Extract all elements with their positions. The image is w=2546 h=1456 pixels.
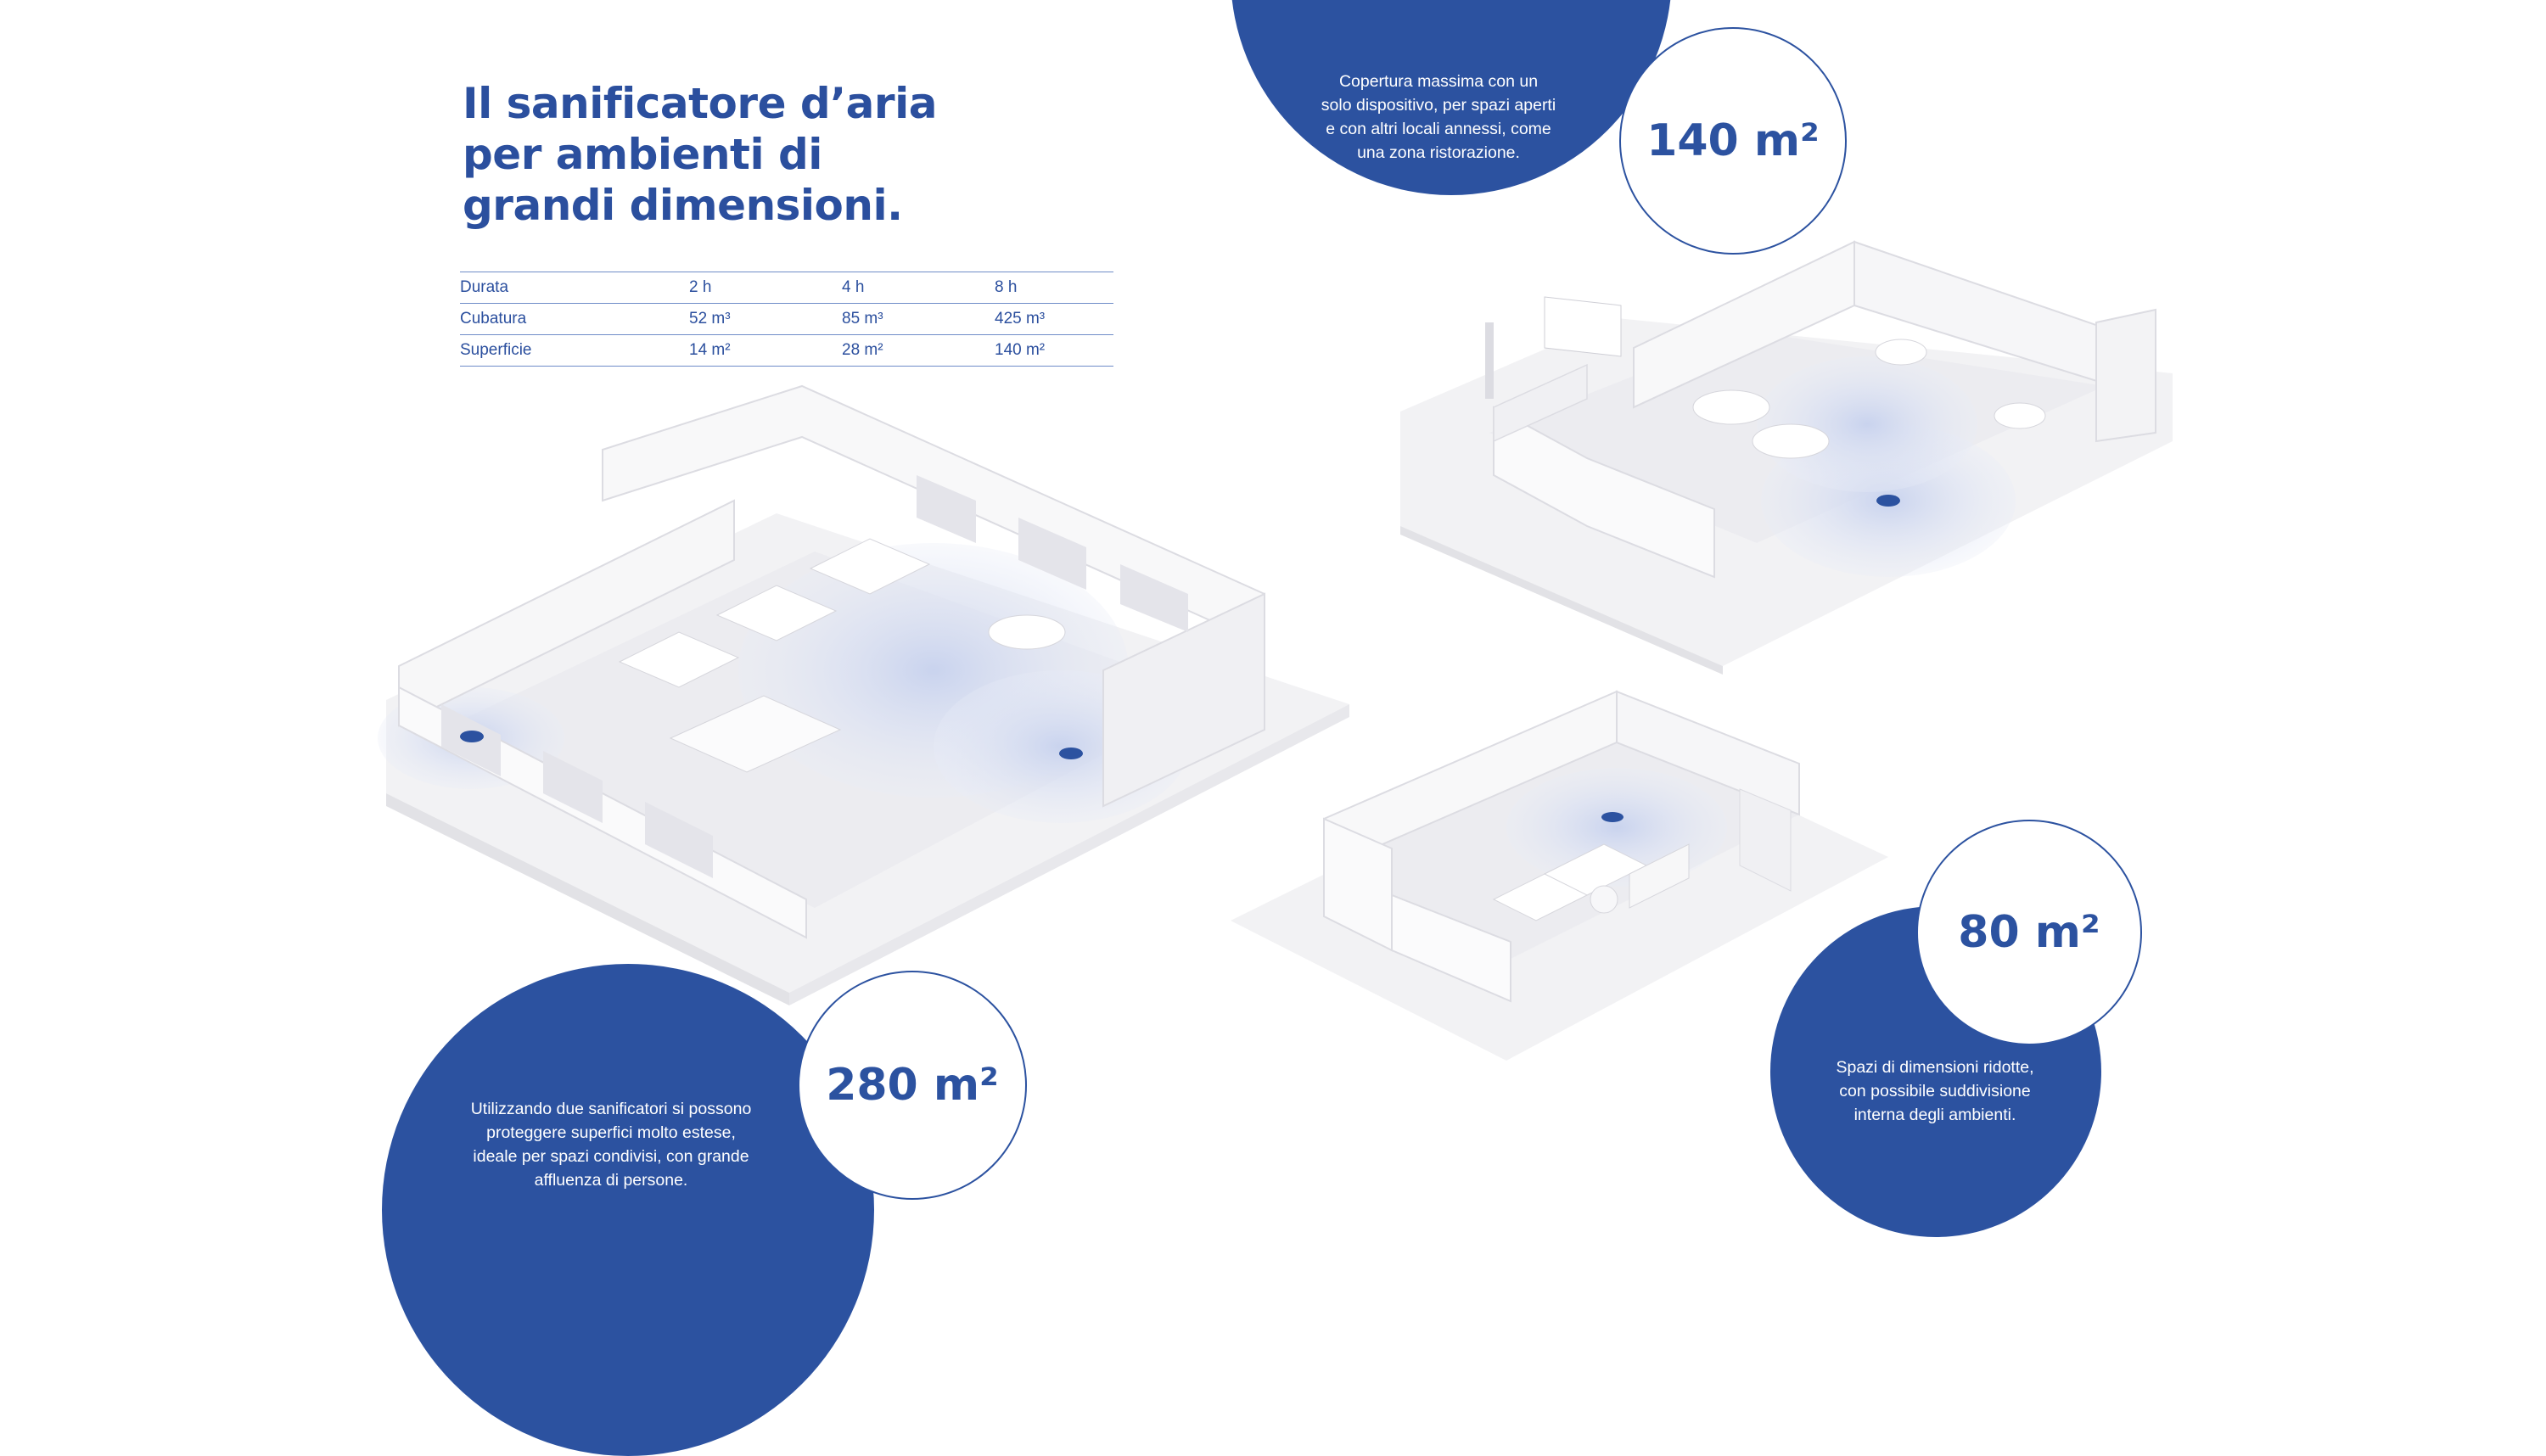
table-cell: 425 m³ [995,303,1113,335]
page-heading: Il sanificatore d’aria per ambienti di g… [463,78,1006,231]
row-label-cubatura: Cubatura [460,303,689,335]
table-row: Superficie 14 m² 28 m² 140 m² [460,334,1113,367]
description-line: affluenza di persone. [534,1171,688,1190]
small-room-illustration [1231,690,1888,1061]
area-badge-medium: 140 m² [1619,27,1847,255]
table-row: Cubatura 52 m³ 85 m³ 425 m³ [460,303,1113,335]
callout-description-small: Spazi di dimensioni ridotte, con possibi… [1791,1056,2079,1127]
description-line: Utilizzando due sanificatori si possono [470,1100,752,1118]
description-line: ideale per spazi condivisi, con grande [473,1147,749,1166]
room-illustrations [378,240,2173,1061]
heading-line: per ambienti di [463,130,822,179]
description-line: e con altri locali annessi, come [1326,120,1551,138]
description-line: Spazi di dimensioni ridotte, [1836,1058,2034,1077]
table-cell: 52 m³ [689,303,842,335]
callout-description-large: Utilizzando due sanificatori si possono … [441,1097,781,1192]
description-line: Copertura massima con un [1338,72,1539,91]
row-label-durata: Durata [460,272,689,304]
table-cell: 14 m² [689,334,842,367]
table-cell: 4 h [842,272,995,304]
callout-description-medium: Copertura massima con un solo dispositiv… [1298,70,1579,165]
heading-line: grandi dimensioni. [463,181,903,230]
area-value: 140 m² [1646,115,1820,166]
description-line: solo dispositivo, per spazi aperti [1321,96,1556,115]
table-row: Durata 2 h 4 h 8 h [460,272,1113,304]
medium-room-illustration [1400,240,2173,675]
area-value: 280 m² [826,1060,999,1111]
table-cell: 85 m³ [842,303,995,335]
area-badge-large: 280 m² [798,971,1027,1200]
description-line: una zona ristorazione. [1357,143,1520,162]
heading-line: Il sanificatore d’aria [463,79,937,128]
table-cell: 140 m² [995,334,1113,367]
description-line: proteggere superfici molto estese, [486,1123,736,1142]
area-badge-small: 80 m² [1916,820,2142,1045]
spec-table: Durata 2 h 4 h 8 h Cubatura 52 m³ 85 m³ … [460,272,1113,367]
description-line: interna degli ambienti. [1853,1106,2016,1124]
large-room-illustration [378,384,1349,1005]
table-cell: 8 h [995,272,1113,304]
row-label-superficie: Superficie [460,334,689,367]
area-value: 80 m² [1958,907,2100,958]
table-cell: 2 h [689,272,842,304]
description-line: con possibile suddivisione [1839,1082,2031,1100]
table-cell: 28 m² [842,334,995,367]
